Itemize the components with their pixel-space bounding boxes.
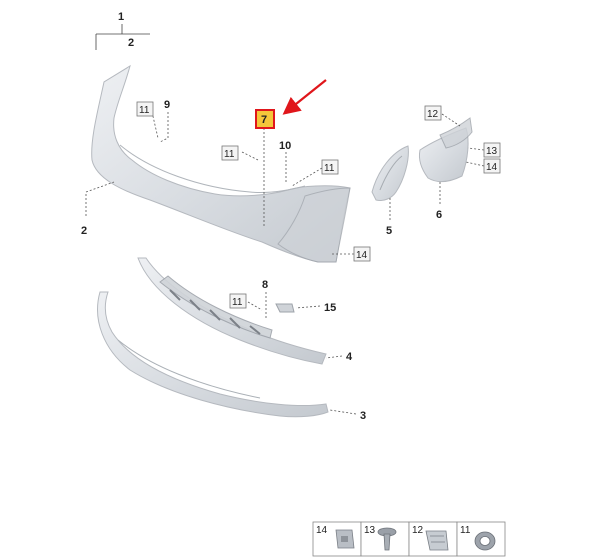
callout-7-highlighted[interactable]: 7: [255, 109, 275, 129]
legend-number: 13: [364, 525, 376, 536]
callout-1[interactable]: 1: [118, 11, 124, 23]
ref-box-12[interactable]: 12: [424, 105, 442, 121]
highlight-arrow: [282, 79, 327, 115]
callout-2-top[interactable]: 2: [128, 37, 134, 49]
legend-number: 12: [412, 525, 424, 536]
bracket-15-part[interactable]: [275, 303, 295, 313]
ref-box-11-c[interactable]: 11: [321, 159, 339, 175]
fastener-legend: 14 13 12 11: [312, 521, 506, 557]
legend-cell-11[interactable]: [456, 521, 506, 557]
lower-spoiler-part[interactable]: [97, 291, 329, 418]
callout-15[interactable]: 15: [324, 302, 336, 314]
callout-2-left[interactable]: 2: [81, 225, 87, 237]
ref-box-13[interactable]: 13: [483, 142, 501, 158]
ref-box-label: 13: [486, 146, 498, 157]
ref-box-11-a[interactable]: 11: [136, 101, 154, 117]
grille-frame-part[interactable]: [137, 257, 327, 365]
ref-box-label: 11: [324, 163, 335, 174]
callout-10[interactable]: 10: [279, 140, 291, 152]
legend-number: 14: [316, 525, 328, 536]
callout-8[interactable]: 8: [262, 279, 268, 291]
leader-lines: [85, 24, 485, 415]
ref-box-14-b[interactable]: 14: [483, 158, 501, 174]
legend-number: 11: [460, 525, 471, 536]
callout-7[interactable]: 7: [261, 114, 267, 126]
ref-box-label: 11: [139, 105, 150, 116]
grommet-ring-icon: [474, 531, 496, 551]
callout-6[interactable]: 6: [436, 209, 442, 221]
side-trim-part[interactable]: [371, 145, 409, 201]
ref-box-11-b[interactable]: 11: [221, 145, 239, 161]
ref-box-11-d[interactable]: 11: [229, 293, 247, 309]
ref-box-label: 14: [356, 250, 368, 261]
ref-box-label: 11: [224, 149, 235, 160]
clip-nut-icon: [335, 529, 355, 549]
push-rivet-icon: [377, 527, 397, 551]
ref-box-label: 14: [486, 162, 498, 173]
bumper-cover-part[interactable]: [91, 64, 351, 263]
callout-5[interactable]: 5: [386, 225, 392, 237]
callout-9[interactable]: 9: [164, 99, 170, 111]
ref-box-label: 11: [232, 297, 243, 308]
callout-4[interactable]: 4: [346, 351, 353, 363]
air-duct-part[interactable]: [419, 117, 473, 183]
ref-box-14-a[interactable]: 14: [353, 246, 371, 262]
ref-box-label: 12: [427, 109, 439, 120]
callout-labels: 1 2 9 10 2 5 6 8 15 4 3: [81, 11, 442, 422]
callout-3[interactable]: 3: [360, 410, 366, 422]
spring-clip-icon: [425, 530, 449, 551]
